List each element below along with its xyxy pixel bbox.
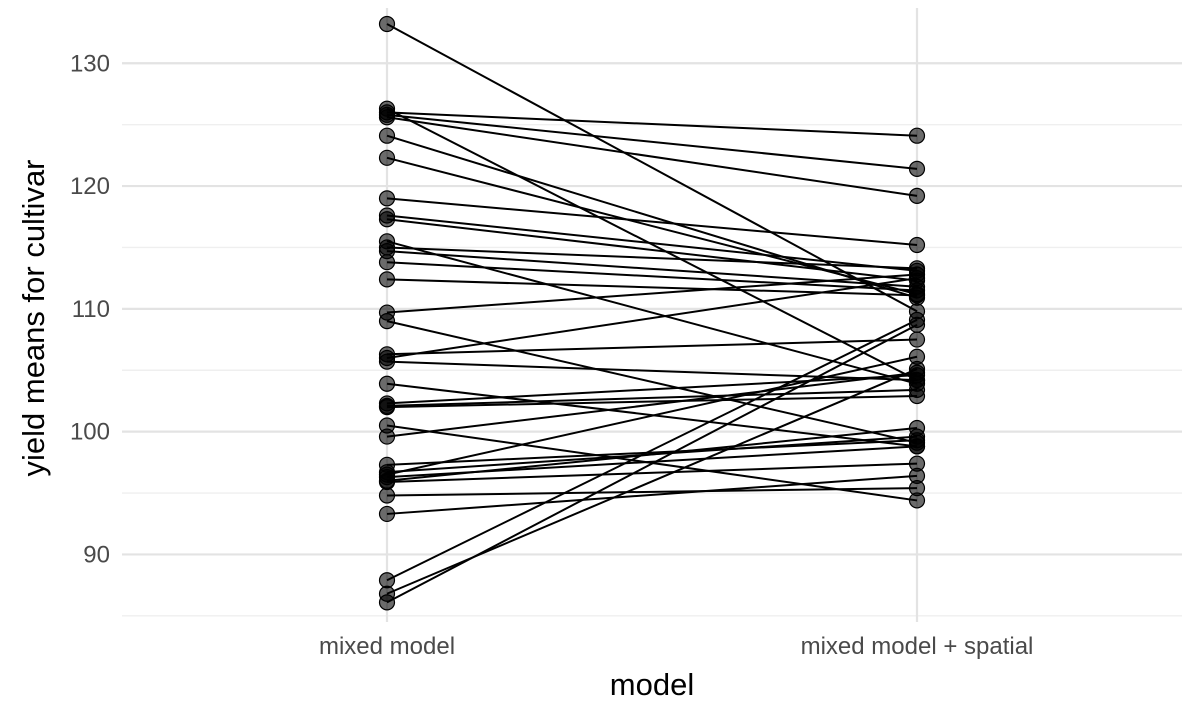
x-tick-labels: mixed model mixed model + spatial	[319, 633, 1033, 660]
x-tick-label: mixed model	[319, 633, 455, 660]
cultivar-line	[386, 273, 918, 314]
cultivar-line	[386, 338, 918, 356]
y-tick-label: 130	[70, 50, 110, 77]
cultivar-line	[386, 218, 918, 282]
point-mixed-model-spatial	[908, 187, 926, 204]
point-mixed-model-spatial	[908, 467, 926, 484]
point-mixed-model	[378, 313, 396, 330]
cultivar-line	[386, 156, 918, 296]
cultivar-line	[386, 439, 918, 466]
cultivar-line	[386, 462, 918, 484]
y-tick-labels: 90 100 110 120 130	[70, 50, 110, 568]
point-mixed-model	[378, 15, 396, 33]
point-mixed-model	[378, 149, 396, 166]
cultivar-line	[386, 240, 918, 385]
gridlines	[122, 8, 1182, 622]
y-tick-label: 110	[72, 296, 110, 323]
point-mixed-model	[378, 271, 396, 288]
point-mixed-model	[378, 487, 396, 504]
x-tick-label: mixed model + spatial	[801, 633, 1034, 660]
cultivar-line	[386, 113, 918, 170]
point-mixed-model-spatial	[908, 360, 926, 378]
point-mixed-model	[378, 375, 396, 392]
point-mixed-model	[378, 190, 396, 207]
cultivar-line	[386, 278, 918, 297]
point-mixed-model	[378, 353, 396, 370]
y-tick-label: 100	[70, 419, 110, 446]
point-mixed-model-spatial	[908, 127, 926, 144]
cultivar-line	[386, 487, 918, 497]
cultivar-line	[386, 355, 918, 476]
point-mixed-model-spatial	[908, 236, 926, 254]
point-mixed-model	[378, 594, 396, 611]
point-mixed-model	[378, 473, 396, 491]
cultivar-line	[386, 319, 918, 582]
cultivar-line	[386, 111, 918, 137]
cultivar-line	[386, 197, 918, 247]
y-axis-title: yield means for cultivar	[16, 159, 51, 476]
point-mixed-model-spatial	[908, 287, 926, 304]
cultivar-line	[386, 116, 918, 197]
point-mixed-model	[378, 254, 396, 271]
cultivar-line	[386, 107, 918, 381]
y-tick-label: 120	[70, 173, 110, 200]
cultivar-line	[386, 214, 918, 272]
series-points	[378, 15, 926, 611]
x-axis-title: model	[610, 667, 694, 702]
point-mixed-model	[378, 211, 396, 228]
cultivar-line	[386, 474, 918, 515]
point-mixed-model-spatial	[908, 270, 926, 287]
cultivar-line	[386, 320, 918, 444]
point-mixed-model-spatial	[908, 387, 926, 405]
point-mixed-model-spatial	[908, 316, 926, 333]
cultivar-line	[386, 23, 918, 313]
point-mixed-model	[378, 505, 396, 523]
cultivar-line	[386, 261, 918, 292]
cultivar-line	[386, 371, 918, 438]
point-mixed-model	[378, 428, 396, 445]
point-mixed-model	[378, 572, 396, 589]
cultivar-line	[386, 246, 918, 270]
point-mixed-model	[378, 399, 396, 416]
cultivar-line	[386, 374, 918, 405]
point-mixed-model	[378, 127, 396, 144]
point-mixed-model-spatial	[908, 438, 926, 455]
point-mixed-model-spatial	[908, 331, 926, 348]
series-lines	[386, 23, 918, 604]
point-mixed-model-spatial	[908, 419, 926, 437]
cultivar-line	[386, 323, 918, 604]
y-tick-label: 90	[83, 541, 110, 568]
cultivar-line	[386, 277, 918, 359]
point-mixed-model	[378, 109, 396, 126]
point-mixed-model-spatial	[908, 160, 926, 177]
cultivar-line	[386, 388, 918, 407]
cultivar-line	[386, 395, 918, 409]
cultivar-line	[386, 426, 918, 482]
